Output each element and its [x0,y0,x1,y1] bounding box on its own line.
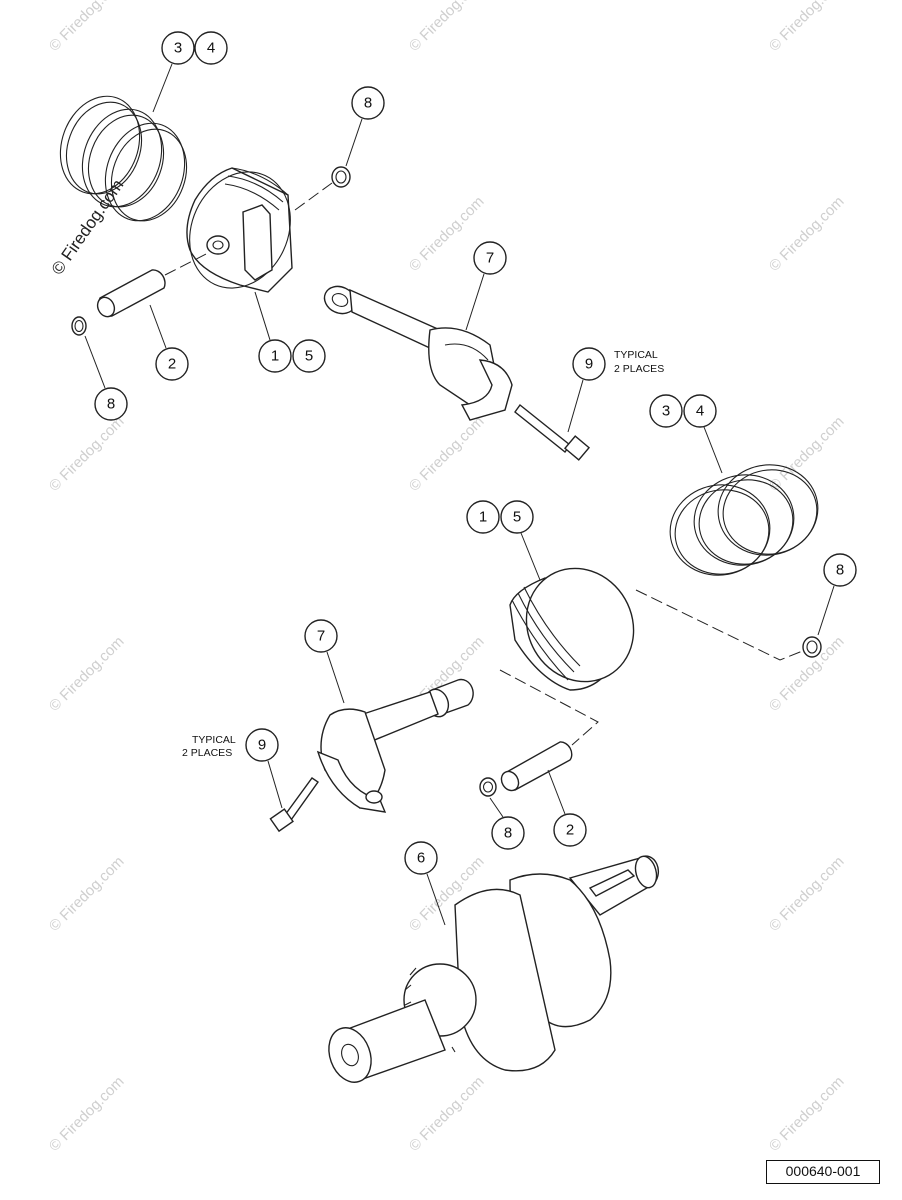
piston-right [509,567,635,691]
callout-label: 1 [271,348,279,365]
callout-2-upper: 2 [155,347,189,381]
callout-label: 2 [566,822,574,839]
callout-label: 5 [305,348,313,365]
drawing-code-box: 000640-001 [766,1160,880,1184]
watermark: © Firedog.com [406,0,488,55]
callout-1-mid: 1 [466,500,500,534]
callout-1-upper: 1 [258,339,292,373]
callout-4-right: 4 [683,394,717,428]
watermark: © Firedog.com [406,1073,488,1155]
watermark: © Firedog.com [46,633,128,715]
piston-upper [186,167,293,293]
rod-bolt-upper [514,403,591,461]
watermark: © Firedog.com [46,853,128,935]
piston-rings-upper [59,95,188,222]
typical-note-line2: 2 PLACES [614,363,664,375]
piston-rings-right [669,464,819,576]
watermark: © Firedog.com [46,413,128,495]
callout-label: 8 [504,825,512,842]
callout-9-lower: 9 [245,728,279,762]
typical-note-line1: TYPICAL [614,349,658,361]
connecting-rod-upper [323,285,513,421]
retaining-ring-upper-left [71,316,87,336]
callout-label: 8 [107,396,115,413]
piston-pin-lower [500,741,573,792]
watermark-prominent: © Firedog.com [48,176,128,278]
callout-label: 3 [662,403,670,420]
callout-label: 2 [168,356,176,373]
callout-3-right: 3 [649,394,683,428]
watermark: © Firedog.com [766,1073,848,1155]
callout-2-lower: 2 [553,813,587,847]
retaining-ring-right [802,636,822,658]
piston-pin-upper [96,269,166,318]
callout-label: 1 [479,509,487,526]
watermark: © Firedog.com [406,413,488,495]
callout-label: 8 [836,562,844,579]
callout-7-upper: 7 [473,241,507,275]
watermark: © Firedog.com [766,853,848,935]
callout-9-upper: 9 [572,347,606,381]
callout-8-lower: 8 [491,816,525,850]
retaining-ring-upper-top [331,166,351,188]
crankshaft [328,855,660,1083]
callout-label: 3 [174,40,182,57]
callout-label: 4 [207,40,215,57]
callout-4-upper: 4 [194,31,228,65]
typical-note-line1-lower: TYPICAL [192,734,236,746]
watermark: © Firedog.com [766,413,848,495]
callout-8-upper-left: 8 [94,387,128,421]
callout-label: 7 [486,250,494,267]
connecting-rod-lower [316,678,474,813]
rod-bolt-lower [269,777,319,833]
typical-note-line2-lower: 2 PLACES [182,747,232,759]
watermark: © Firedog.com [46,1073,128,1155]
callout-label: 7 [317,628,325,645]
callout-5-mid: 5 [500,500,534,534]
watermark: © Firedog.com [766,193,848,275]
watermark: © Firedog.com [46,0,128,55]
callout-label: 8 [364,95,372,112]
callout-3-upper: 3 [161,31,195,65]
callout-label: 6 [417,850,425,867]
callout-label: 9 [585,356,593,373]
callout-8-right: 8 [823,553,857,587]
callout-6: 6 [404,841,438,875]
watermark: © Firedog.com [766,0,848,55]
callout-label: 4 [696,403,704,420]
callout-label: 9 [258,737,266,754]
retaining-ring-lower [479,777,497,797]
callout-5-upper: 5 [292,339,326,373]
callout-7-lower: 7 [304,619,338,653]
callout-8-upper-top: 8 [351,86,385,120]
callout-label: 5 [513,509,521,526]
